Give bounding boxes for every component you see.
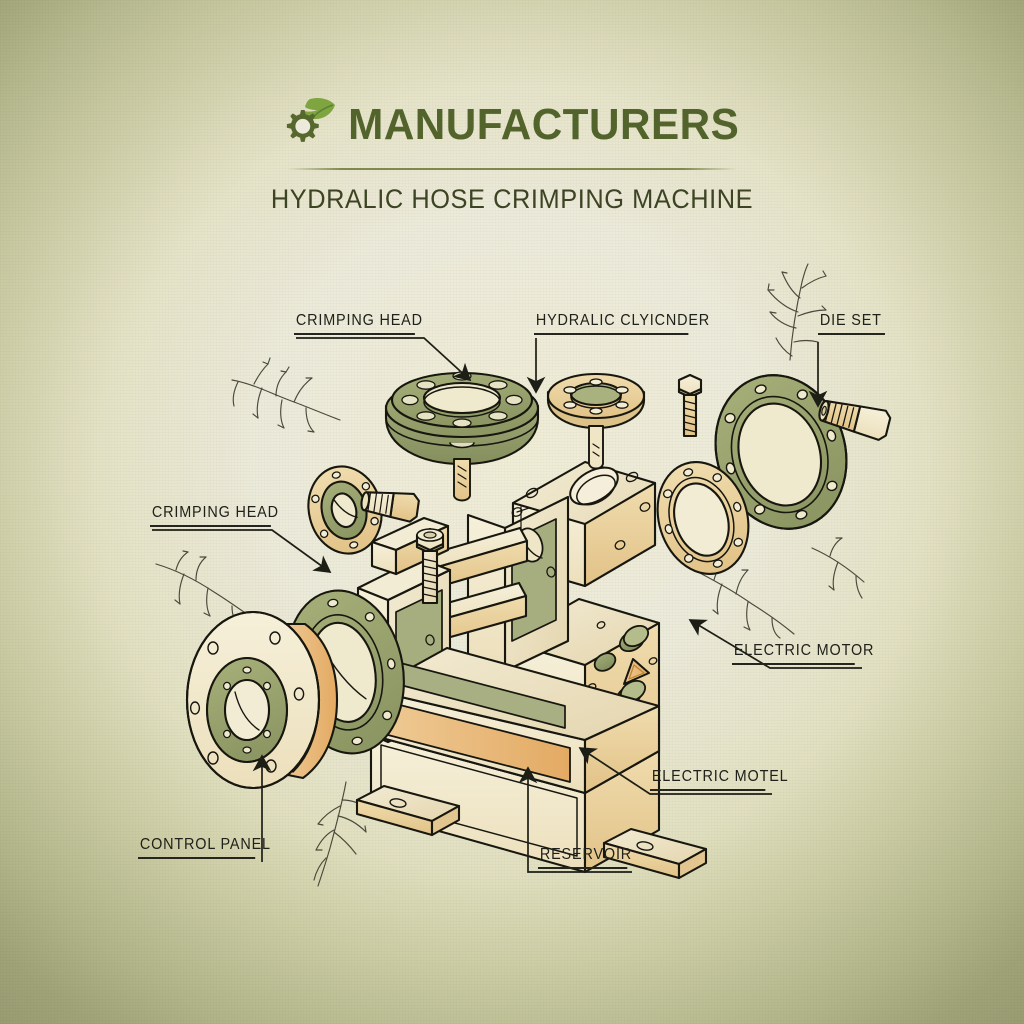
branch-icon: [231, 357, 341, 433]
callout-underline: [150, 525, 271, 527]
part-die-set: [714, 374, 848, 530]
callout-underline: [732, 663, 855, 665]
page-subtitle: HYDRALIC HOSE CRIMPING MACHINE: [270, 184, 754, 214]
callout-die-set[interactable]: DIE SET: [818, 312, 885, 335]
part-hydraulic-cylinder: [546, 372, 646, 470]
part-hex-bolt-upper: [677, 373, 703, 438]
gear-leaf-icon: [287, 97, 336, 142]
callout-underline: [818, 333, 885, 335]
callout-label: ELECTRIC MOTOR: [733, 642, 875, 659]
callout-label: RESERVOIR: [539, 846, 633, 863]
brand-row: MANUFACTURERS: [0, 96, 1024, 154]
callout-underline: [650, 789, 766, 791]
callout-label: HYDRALIC CLYICNDER: [535, 312, 711, 329]
header-divider: [287, 168, 737, 170]
part-tan-ring-flange: [656, 461, 750, 575]
callout-label: DIE SET: [819, 312, 882, 329]
leader-electric-motor: [688, 619, 862, 669]
callout-underline: [534, 333, 689, 335]
callout-label: CRIMPING HEAD: [151, 504, 279, 521]
callout-crimping-head-top[interactable]: CRIMPING HEAD: [294, 312, 422, 335]
part-frame-bolt: [415, 527, 445, 605]
callout-underline: [538, 867, 628, 869]
part-control-panel: [185, 610, 339, 790]
callout-underline: [138, 857, 256, 859]
part-crimping-hub-left: [307, 465, 383, 555]
callout-crimping-head-left[interactable]: CRIMPING HEAD: [150, 504, 278, 527]
leader-reservoir: [518, 766, 632, 873]
part-hub-bolt-left: [360, 491, 420, 523]
branch-icon: [767, 263, 827, 361]
part-machine-frame: [356, 495, 661, 795]
leader-crimping-head-left: [152, 529, 332, 573]
callout-electric-motel[interactable]: ELECTRIC MOTEL: [650, 768, 788, 791]
part-die-set-bolt: [818, 399, 892, 441]
leader-electric-motel: [578, 747, 772, 795]
callout-label: ELECTRIC MOTEL: [651, 768, 789, 785]
branch-icon: [811, 537, 865, 599]
brand-name: MANUFACTURERS: [348, 100, 740, 149]
callout-control-panel[interactable]: CONTROL PANEL: [138, 836, 270, 859]
callout-reservoir[interactable]: RESERVOIR: [538, 846, 631, 869]
callout-label: CRIMPING HEAD: [295, 312, 423, 329]
callout-electric-motor[interactable]: ELECTRIC MOTOR: [732, 642, 873, 665]
leader-crimping-head-top: [296, 337, 472, 382]
callout-underline: [294, 333, 415, 335]
header: MANUFACTURERS HYDRALIC HOSE CRIMPING MAC…: [0, 96, 1024, 215]
callout-label: CONTROL PANEL: [139, 836, 271, 853]
callout-hydraulic-cylinder[interactable]: HYDRALIC CLYICNDER: [534, 312, 709, 335]
